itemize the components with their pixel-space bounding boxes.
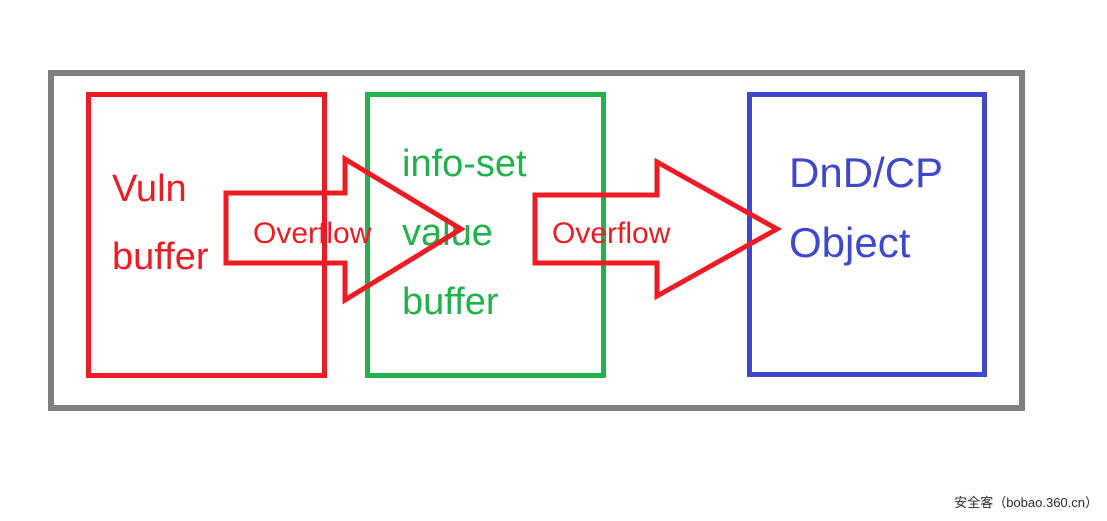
dnd-cp-object-label: DnD/CP Object [789, 138, 943, 278]
info-set-value-buffer-box [365, 92, 606, 378]
vuln-buffer-label: Vuln buffer [112, 155, 208, 291]
vuln-buffer-label-line2: buffer [112, 236, 209, 278]
overflow-arrow-2-label: Overflow [552, 217, 671, 250]
overflow-arrow-2-shape [532, 157, 783, 301]
vuln-buffer-label-line1: Vuln [112, 168, 187, 210]
vuln-buffer-box [86, 92, 327, 378]
dnd-cp-label-line1: DnD/CP [789, 149, 944, 196]
info-set-label-line3: buffer [402, 281, 499, 323]
overflow-arrow-1-shape [223, 154, 466, 305]
overflow-arrow-1-label: Overflow [253, 217, 372, 250]
dnd-cp-object-box [747, 92, 987, 377]
watermark-text: 安全客（bobao.360.cn） [954, 495, 1098, 510]
info-set-value-buffer-label: info-set value buffer [402, 130, 527, 337]
outer-frame [48, 70, 1025, 411]
info-set-label-line1: info-set [402, 143, 527, 185]
dnd-cp-label-line2: Object [789, 219, 911, 266]
